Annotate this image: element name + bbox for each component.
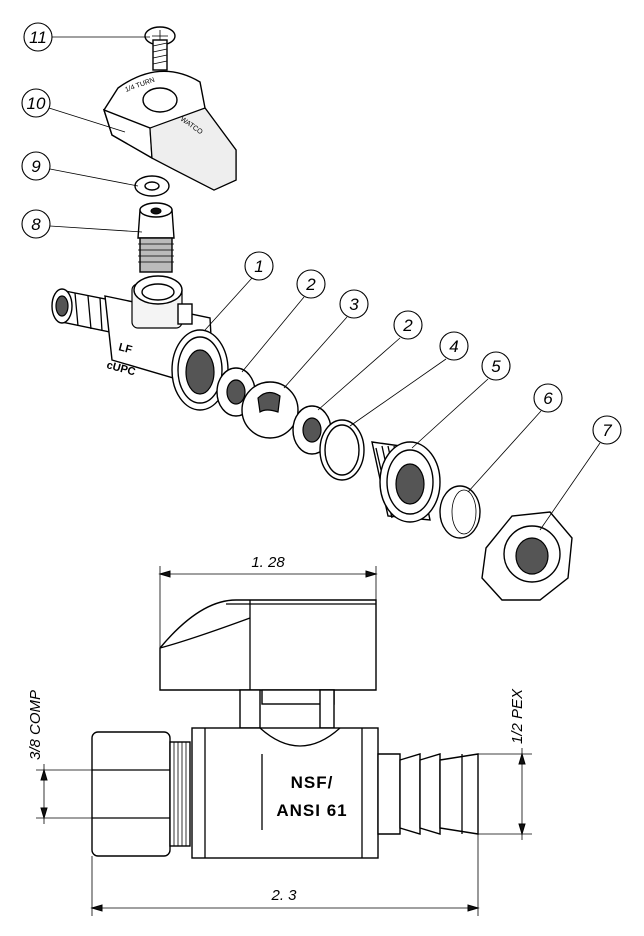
svg-text:3/8 COMP: 3/8 COMP	[27, 690, 44, 760]
svg-text:1: 1	[254, 257, 263, 276]
part-5-threaded-end	[371, 441, 441, 523]
callout-9: 9	[21, 151, 139, 187]
svg-text:2: 2	[402, 316, 413, 335]
dim-overall-length: 2. 3	[90, 834, 480, 916]
part-7-compression-nut	[481, 511, 573, 601]
front-view: NSF/ ANSI 61	[91, 599, 479, 859]
callout-5: 5	[411, 351, 511, 449]
svg-text:1. 28: 1. 28	[251, 554, 285, 571]
svg-text:4: 4	[449, 337, 458, 356]
dim-comp-size: 3/8 COMP	[27, 690, 92, 824]
callout-3: 3	[283, 289, 369, 389]
callout-2a: 2	[241, 269, 326, 373]
front-label-nsf: NSF/	[291, 773, 334, 792]
svg-text:1/2 PEX: 1/2 PEX	[509, 688, 526, 744]
part-3-ball	[241, 381, 299, 439]
part-10-handle: WATCO 1/4 TURN	[102, 70, 237, 191]
part-1-valve-body: LF cUPC	[51, 275, 229, 411]
body-marking-lf: LF	[117, 341, 133, 356]
callout-10: 10	[21, 88, 126, 133]
svg-text:5: 5	[491, 357, 501, 376]
svg-text:9: 9	[31, 157, 41, 176]
callout-8: 8	[21, 209, 143, 239]
svg-text:6: 6	[543, 389, 553, 408]
svg-text:2: 2	[305, 275, 316, 294]
callout-7: 7	[539, 415, 622, 531]
part-6-ferrule	[439, 485, 481, 539]
callout-6: 6	[467, 383, 563, 493]
callout-4: 4	[349, 331, 469, 427]
svg-text:11: 11	[29, 28, 47, 47]
callout-2b: 2	[317, 310, 423, 411]
svg-text:10: 10	[27, 94, 46, 113]
callout-11: 11	[23, 22, 150, 52]
part-11-screw	[144, 26, 176, 71]
dim-handle-width: 1. 28	[158, 554, 378, 650]
svg-text:2. 3: 2. 3	[270, 887, 297, 904]
callout-1: 1	[204, 251, 274, 331]
part-4-o-ring	[319, 419, 365, 481]
dim-pex-size: 1/2 PEX	[478, 688, 532, 840]
svg-text:8: 8	[31, 215, 41, 234]
part-8-stem	[137, 202, 175, 273]
front-label-ansi: ANSI 61	[276, 801, 347, 820]
part-9-washer	[134, 175, 170, 197]
svg-text:7: 7	[602, 421, 612, 440]
svg-text:3: 3	[349, 295, 359, 314]
